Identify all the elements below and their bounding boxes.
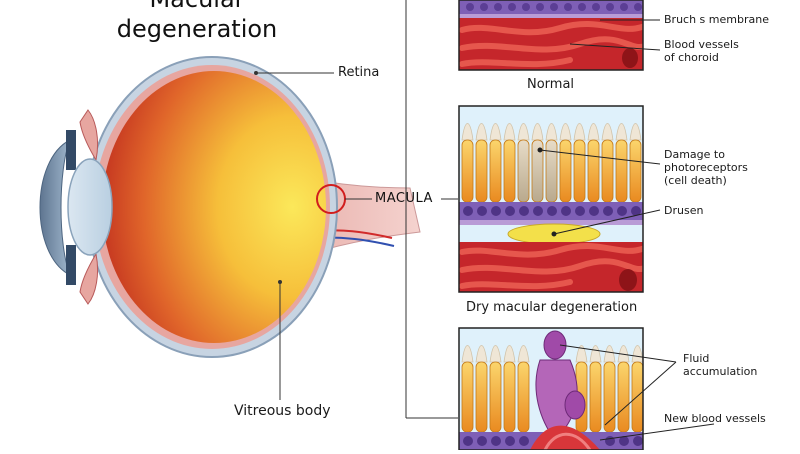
label-damage-l1: Damage to <box>664 148 725 161</box>
fluid-bubble <box>543 330 567 360</box>
title-line-2: degeneration <box>116 15 278 43</box>
label-damage-l3: (cell death) <box>664 174 727 187</box>
panel-dry <box>459 106 643 292</box>
label-new-blood-vessels: New blood vessels <box>664 412 766 425</box>
label-vitreous-body: Vitreous body <box>234 403 331 419</box>
cornea <box>39 138 71 277</box>
label-fluid-l1: Fluid <box>683 352 710 365</box>
eye-illustration <box>39 56 421 400</box>
label-damage-photoreceptors: Damage to photoreceptors (cell death) <box>664 148 748 187</box>
connector-lines <box>405 0 458 419</box>
label-damage-l2: photoreceptors <box>664 161 748 174</box>
label-blood-vessels-l1: Blood vessels <box>664 38 739 51</box>
lens <box>67 158 113 256</box>
caption-dry: Dry macular degeneration <box>466 300 638 315</box>
vitreous-body <box>102 71 326 343</box>
label-retina: Retina <box>338 65 380 80</box>
title-line-1: Macular <box>112 0 282 14</box>
label-fluid-accumulation: Fluid accumulation <box>683 352 757 378</box>
label-macula: MACULA <box>375 191 433 206</box>
label-fluid-l2: accumulation <box>683 365 758 378</box>
caption-normal: Normal <box>527 77 575 92</box>
label-bruch-membrane: Bruch s membrane <box>664 13 769 26</box>
label-blood-vessels: Blood vessels of choroid <box>664 38 739 64</box>
label-drusen: Drusen <box>664 204 704 217</box>
panel-normal <box>459 0 643 70</box>
diagram-title: Macular degeneration <box>112 0 282 44</box>
panel-wet <box>459 328 643 450</box>
panel-leaders <box>537 19 715 441</box>
label-blood-vessels-l2: of choroid <box>664 51 719 64</box>
